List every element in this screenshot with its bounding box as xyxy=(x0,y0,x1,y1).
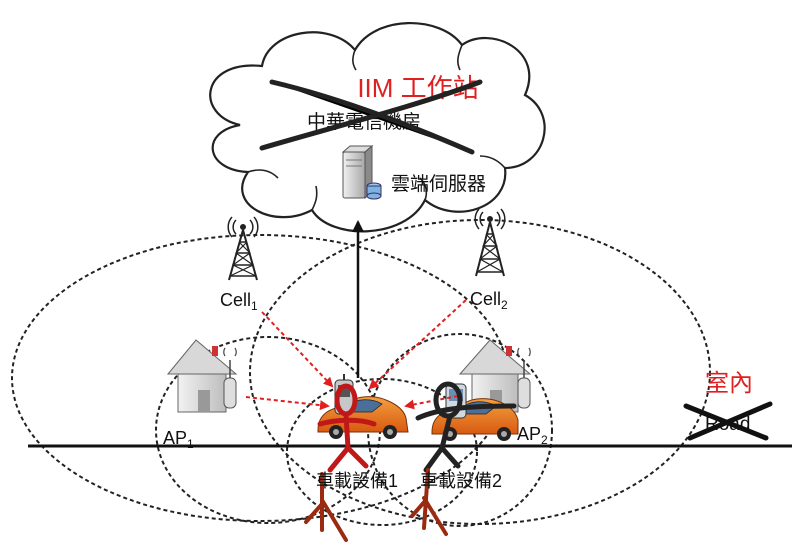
vehicle1-label: 車載設備1 xyxy=(316,471,398,491)
cloud-server-label: 雲端伺服器 xyxy=(391,173,486,195)
dark-stick-figure xyxy=(415,381,517,473)
red-stick-figure xyxy=(317,383,377,473)
ap1-sub: 1 xyxy=(187,437,194,451)
cloud-icon xyxy=(209,22,546,233)
cell2-sub: 2 xyxy=(501,298,508,312)
ap1-label: AP1 xyxy=(163,428,194,451)
cell1-name: Cell xyxy=(220,290,251,310)
ap2-to-vehicle-arrow xyxy=(404,395,459,410)
cell2-name: Cell xyxy=(470,289,501,309)
ap1-name: AP xyxy=(163,428,187,448)
strike-cross-cloud xyxy=(259,79,483,155)
house-ap-icon xyxy=(166,339,238,413)
brown-leg-marks xyxy=(304,468,448,542)
signal-arrows xyxy=(245,299,467,411)
cell2-to-vehicle-arrow xyxy=(368,299,467,390)
ap2-sub: 2 xyxy=(541,433,548,447)
ap1-to-vehicle-arrow xyxy=(245,396,330,411)
cell1-to-vehicle-arrow xyxy=(261,311,334,388)
cell1-sub: 1 xyxy=(251,299,258,313)
cell2-label: Cell2 xyxy=(470,289,508,312)
car-icon xyxy=(317,396,409,439)
indoor-label: 室內 xyxy=(705,370,753,397)
vehicle-coverage xyxy=(286,378,478,526)
cell-tower-icon xyxy=(474,208,506,277)
vehicle2-label: 車載設備2 xyxy=(420,471,502,491)
ap2-name: AP xyxy=(517,424,541,444)
ap2-label: AP2 xyxy=(517,424,548,447)
cell-tower-icon xyxy=(227,216,259,281)
cell1-label: Cell1 xyxy=(220,290,258,313)
strike-cross-road xyxy=(683,401,773,441)
server-icon xyxy=(341,144,382,200)
